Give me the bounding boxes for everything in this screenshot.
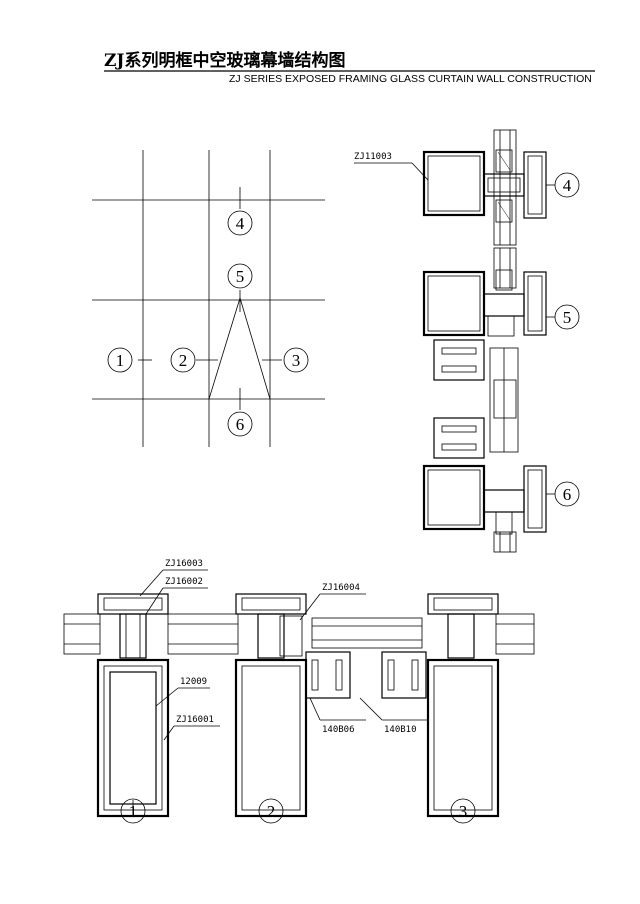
svg-text:2: 2 bbox=[267, 802, 276, 821]
marker-6: 6 bbox=[227, 411, 253, 437]
label-zj16002: ZJ16002 bbox=[145, 577, 208, 615]
marker-5: 5 bbox=[227, 263, 253, 289]
svg-text:140B06: 140B06 bbox=[322, 725, 355, 735]
marker-2-section: 2 bbox=[258, 798, 284, 824]
label-zj16003: ZJ16003 bbox=[139, 559, 208, 597]
svg-text:2: 2 bbox=[179, 351, 188, 370]
elevation-grid: 1 2 3 4 5 6 bbox=[92, 150, 325, 447]
marker-5-section: 5 bbox=[546, 304, 580, 330]
svg-text:3: 3 bbox=[292, 351, 301, 370]
svg-text:12009: 12009 bbox=[180, 677, 207, 687]
svg-text:140B10: 140B10 bbox=[384, 725, 417, 735]
marker-6-section: 6 bbox=[546, 481, 580, 507]
label-12009: 12009 bbox=[155, 677, 210, 707]
vertical-sections: ZJ11003 4 5 bbox=[354, 129, 580, 553]
transom-section-4 bbox=[422, 149, 547, 223]
svg-text:ZJ16004: ZJ16004 bbox=[322, 583, 360, 593]
glass-pane-vertical-5 bbox=[493, 247, 517, 289]
label-zj16004: ZJ16004 bbox=[299, 583, 366, 621]
marker-1: 1 bbox=[107, 347, 133, 373]
glass-pane-vertical-4 bbox=[493, 129, 517, 246]
svg-text:1: 1 bbox=[116, 351, 125, 370]
mullion-section-3 bbox=[426, 593, 500, 818]
label-140b10: 140B10 bbox=[359, 697, 428, 735]
svg-text:5: 5 bbox=[236, 267, 245, 286]
vent-sash-horizontal bbox=[305, 651, 427, 699]
svg-text:ZJ16001: ZJ16001 bbox=[176, 715, 214, 725]
label-zj11003: ZJ11003 bbox=[354, 152, 429, 181]
glass-pane-horizontal-vent bbox=[311, 617, 423, 649]
svg-text:ZJ16002: ZJ16002 bbox=[165, 577, 203, 587]
svg-text:4: 4 bbox=[563, 176, 572, 195]
svg-text:6: 6 bbox=[563, 485, 572, 504]
vent-opening-line-left bbox=[208, 297, 241, 400]
transom-section-6 bbox=[422, 464, 547, 553]
label-zj16001: ZJ16001 bbox=[163, 715, 220, 741]
svg-text:3: 3 bbox=[459, 802, 468, 821]
marker-2: 2 bbox=[170, 347, 196, 373]
label-140b06: 140B06 bbox=[309, 697, 366, 735]
title-block: ZJ系列明框中空玻璃幕墙结构图 ZJ SERIES EXPOSED FRAMIN… bbox=[104, 50, 595, 85]
marker-4-section: 4 bbox=[546, 172, 580, 198]
marker-3: 3 bbox=[283, 347, 309, 373]
svg-text:ZJ16003: ZJ16003 bbox=[165, 559, 203, 569]
transom-section-5 bbox=[422, 269, 547, 337]
marker-1-section: 1 bbox=[120, 798, 146, 824]
title-english: ZJ SERIES EXPOSED FRAMING GLASS CURTAIN … bbox=[229, 73, 592, 85]
svg-text:4: 4 bbox=[236, 214, 245, 233]
glass-pane-horizontal-mid-1 bbox=[167, 613, 239, 655]
title-chinese: ZJ系列明框中空玻璃幕墙结构图 bbox=[104, 50, 345, 71]
glass-pane-horizontal-left bbox=[63, 613, 101, 655]
svg-text:5: 5 bbox=[563, 308, 572, 327]
mullion-section-2 bbox=[234, 593, 308, 818]
glass-pane-horizontal-right bbox=[495, 613, 535, 655]
vent-opening-line-right bbox=[239, 297, 271, 400]
svg-text:1: 1 bbox=[129, 802, 138, 821]
vent-sash-vertical bbox=[433, 339, 519, 459]
horizontal-sections: ZJ16003 ZJ16002 12009 ZJ16001 ZJ16004 14… bbox=[63, 559, 535, 824]
marker-3-section: 3 bbox=[450, 798, 476, 824]
svg-text:6: 6 bbox=[236, 415, 245, 434]
marker-4: 4 bbox=[227, 210, 253, 236]
svg-text:ZJ11003: ZJ11003 bbox=[354, 152, 392, 162]
